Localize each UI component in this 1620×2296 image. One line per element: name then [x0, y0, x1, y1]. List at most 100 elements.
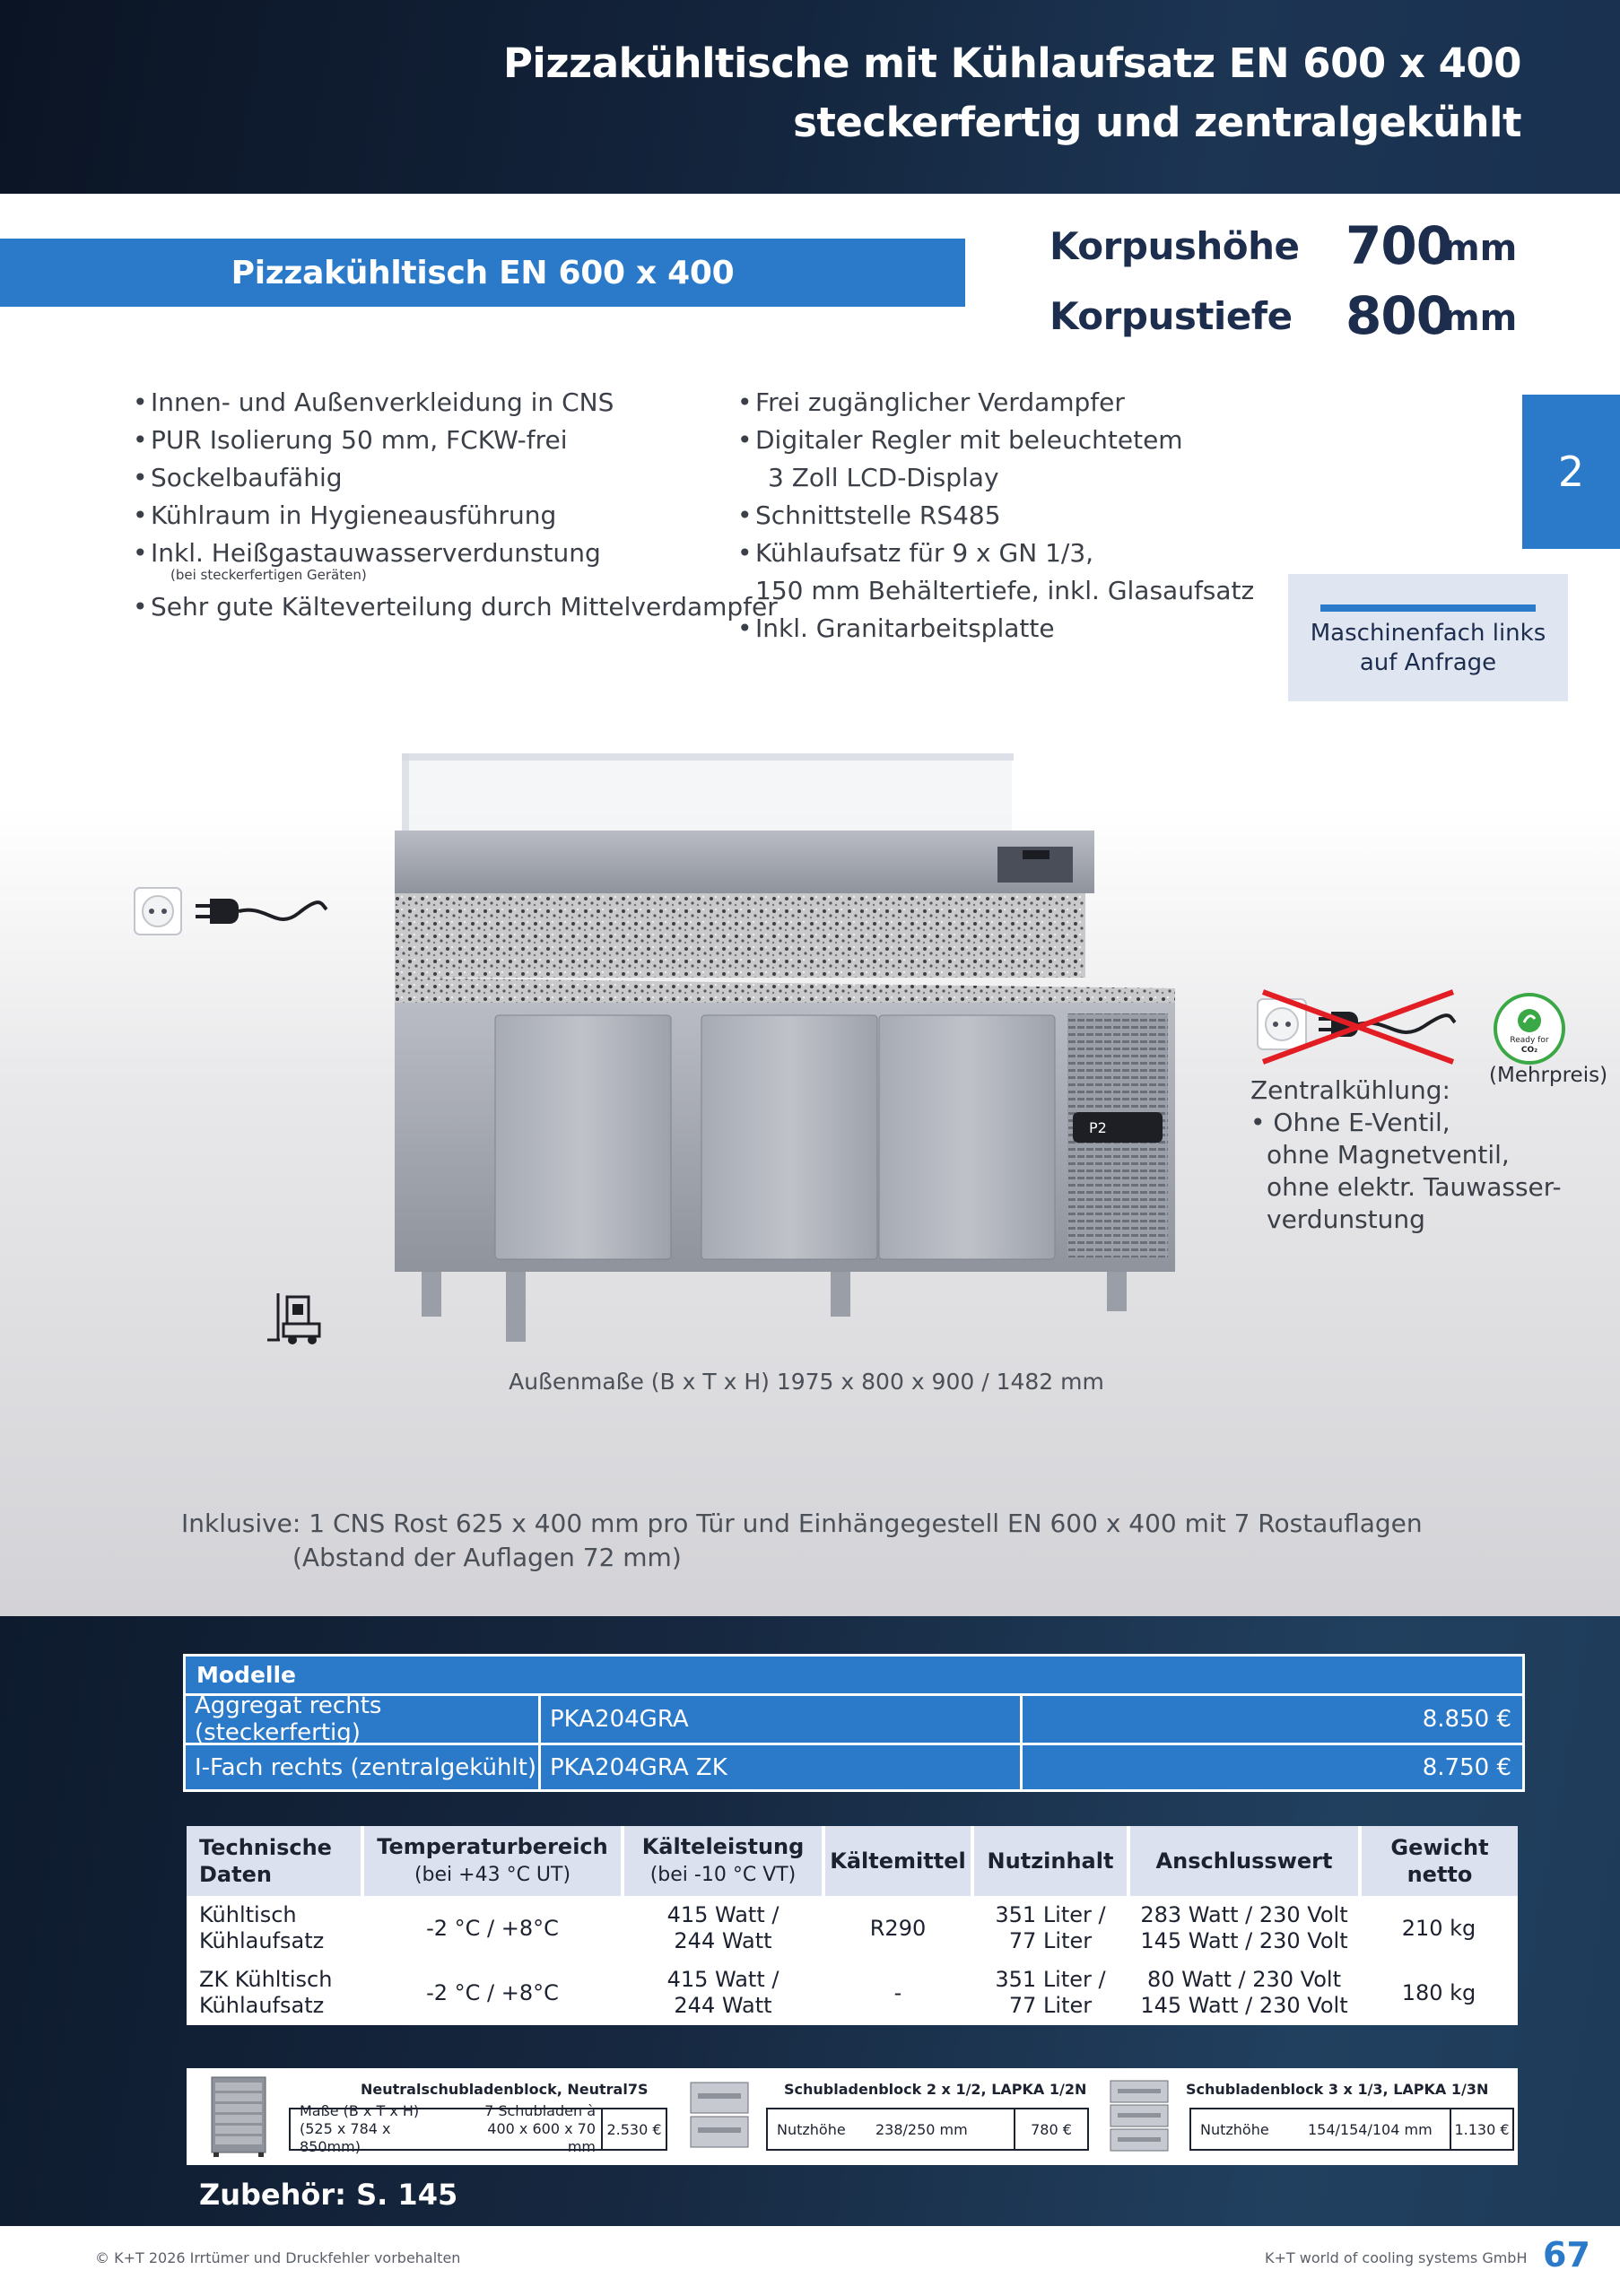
feature-item: Inkl. Granitarbeitsplatte — [737, 610, 1254, 648]
forklift-icon — [267, 1293, 321, 1344]
accessory-details: Nutzhöhe 154/154/104 mm 1.130 € — [1189, 2108, 1514, 2151]
model-name: I-Fach rechts (zentralgekühlt) — [186, 1745, 541, 1789]
drawer-block-icon — [690, 2082, 749, 2148]
cell: 415 Watt /244 Watt — [666, 1902, 780, 1953]
page-title-line1: Pizzakühltische mit Kühlaufsatz EN 600 x… — [502, 39, 1522, 87]
top-controller-display — [1023, 850, 1050, 859]
feature-item: Innen- und Außenverkleidung in CNS — [133, 384, 778, 422]
feature-item: Inkl. Heißgastauwasserverdunstung — [133, 535, 778, 572]
included-items: Inklusive: 1 CNS Rost 625 x 400 mm pro T… — [181, 1507, 1423, 1575]
accessory-label: Nutzhöhe — [1200, 2120, 1269, 2138]
controller-label: P2 — [1089, 1119, 1107, 1136]
accessory-label: Nutzhöhe — [777, 2120, 846, 2138]
feature-item-cont: 3 Zoll LCD-Display — [737, 459, 1254, 497]
col-header: Nutzinhalt — [972, 1826, 1130, 1896]
plug-socket-icon — [134, 887, 328, 935]
divider — [601, 2109, 603, 2149]
cell: -2 °C / +8°C — [426, 1979, 559, 2005]
cell: 180 kg — [1401, 1979, 1476, 2005]
drawer-block-3-icon — [1110, 2080, 1169, 2152]
model-price: 8.750 € — [1422, 1753, 1511, 1781]
accessories-reference: Zubehör: S. 145 — [199, 2178, 458, 2212]
accessory-block: Schubladenblock 2 x 1/2, LAPKA 1/2N Nutz… — [685, 2068, 1098, 2165]
mehrpreis-label: (Mehrpreis) — [1489, 1064, 1608, 1087]
model-name: Aggregat rechts (steckerfertig) — [186, 1692, 541, 1746]
footer-company: K+T world of cooling systems GmbH — [1265, 2249, 1528, 2266]
zentral-item: ohne Magnetventil, — [1267, 1140, 1510, 1170]
granite-worktop — [395, 978, 1175, 1006]
included-line1: Inklusive: 1 CNS Rost 625 x 400 mm pro T… — [181, 1509, 1423, 1538]
feature-note-text: (bei steckerfertigen Geräten) — [170, 567, 367, 583]
page-header: Pizzakühltische mit Kühlaufsatz EN 600 x… — [0, 0, 1620, 194]
machine-note-line2: auf Anfrage — [1359, 649, 1497, 676]
accessory-title: Neutralschubladenblock, Neutral7S — [361, 2081, 649, 2098]
zentral-item: Ohne E-Ventil, — [1250, 1107, 1562, 1139]
dimension-unit: mm — [1442, 228, 1518, 269]
model-code: PKA204GRA — [541, 1696, 1023, 1743]
door-middle — [701, 1014, 878, 1260]
accessory-details: Maße (B x T x H)(525 x 784 x 850mm) 7 Sc… — [289, 2102, 667, 2155]
zentral-item: ohne elektr. Tauwasser- — [1267, 1172, 1562, 1202]
co2-badge-line2: CO₂ — [1521, 1046, 1537, 1055]
granite-inner — [431, 902, 1050, 960]
crossed-plug-icon — [1257, 989, 1457, 1065]
outer-dimensions: Außenmaße (B x T x H) 1975 x 800 x 900 /… — [509, 1369, 1104, 1395]
zentral-item: verdunstung — [1267, 1205, 1425, 1234]
zentral-info: Zentralkühlung: Ohne E-Ventil, ohne Magn… — [1250, 1074, 1562, 1236]
product-banner: Pizzakühltisch EN 600 x 400 — [0, 239, 965, 307]
feature-list-left: Innen- und Außenverkleidung in CNS PUR I… — [133, 384, 778, 626]
accessory-value: 154/154/104 mm — [1308, 2120, 1433, 2138]
glass-top — [402, 753, 1014, 761]
machine-note-line1: Maschinenfach links — [1310, 620, 1546, 647]
col-header: Kälteleistung(bei -10 °C VT) — [623, 1826, 825, 1896]
cell: 351 Liter /77 Liter — [995, 1967, 1106, 2018]
accessory-price: 1.130 € — [1454, 2120, 1510, 2138]
chapter-tab: 2 — [1522, 395, 1620, 549]
leg — [831, 1272, 850, 1317]
leg — [506, 1272, 526, 1342]
drawer-cabinet-icon — [211, 2076, 266, 2157]
feature-item: Kühlaufsatz für 9 x GN 1/3, — [737, 535, 1254, 572]
glass-panel — [402, 761, 1012, 832]
col-header: Kältemittel — [823, 1826, 974, 1896]
accessory-block: Schubladenblock 3 x 1/3, LAPKA 1/3N Nutz… — [1105, 2068, 1518, 2165]
cooling-top-unit — [395, 831, 1094, 893]
feature-item: Sockelbaufähig — [133, 459, 778, 497]
models-table: Modelle Aggregat rechts (steckerfertig) … — [183, 1654, 1525, 1792]
feature-item: PUR Isolierung 50 mm, FCKW-frei — [133, 422, 778, 459]
dimension-height: Korpushöhe 700 mm — [1050, 215, 1534, 278]
accessory-dims: Maße (B x T x H)(525 x 784 x 850mm) — [300, 2102, 420, 2155]
model-row: I-Fach rechts (zentralgekühlt) PKA204GRA… — [186, 1743, 1522, 1789]
glass-side — [402, 753, 409, 831]
accessory-block: Neutralschubladenblock, Neutral7S Maße (… — [187, 2068, 671, 2165]
page-number: 67 — [1543, 2235, 1590, 2274]
co2-badge-line1: Ready for — [1510, 1036, 1548, 1045]
feature-item-cont-text: 150 mm Behältertiefe, inkl. Glasaufsatz — [755, 576, 1255, 605]
feature-item: Digitaler Regler mit beleuchtetem — [737, 422, 1254, 459]
included-line2: (Abstand der Auflagen 72 mm) — [292, 1543, 682, 1572]
accessory-price: 780 € — [1031, 2120, 1072, 2138]
dimension-value: 700 — [1346, 215, 1452, 276]
cell: 210 kg — [1401, 1915, 1476, 1941]
zentral-heading: Zentralkühlung: — [1250, 1075, 1450, 1105]
model-code: PKA204GRA ZK — [541, 1745, 1023, 1789]
models-header: Modelle — [186, 1657, 1522, 1696]
cell: -2 °C / +8°C — [426, 1915, 559, 1941]
machine-note-bar — [1320, 604, 1536, 612]
machine-note-text: Maschinenfach links auf Anfrage — [1288, 619, 1568, 678]
leg — [1107, 1272, 1127, 1311]
accessory-value: 238/250 mm — [875, 2120, 968, 2138]
cell: - — [893, 1979, 902, 2005]
page-title: Pizzakühltische mit Kühlaufsatz EN 600 x… — [502, 34, 1522, 152]
feature-item: Frei zugänglicher Verdampfer — [737, 384, 1254, 422]
dimension-unit: mm — [1442, 298, 1518, 339]
feature-item: Kühlraum in Hygieneausführung — [133, 497, 778, 535]
col-header: Temperaturbereich(bei +43 °C UT) — [362, 1826, 624, 1896]
machine-note-box: Maschinenfach links auf Anfrage — [1288, 574, 1568, 701]
